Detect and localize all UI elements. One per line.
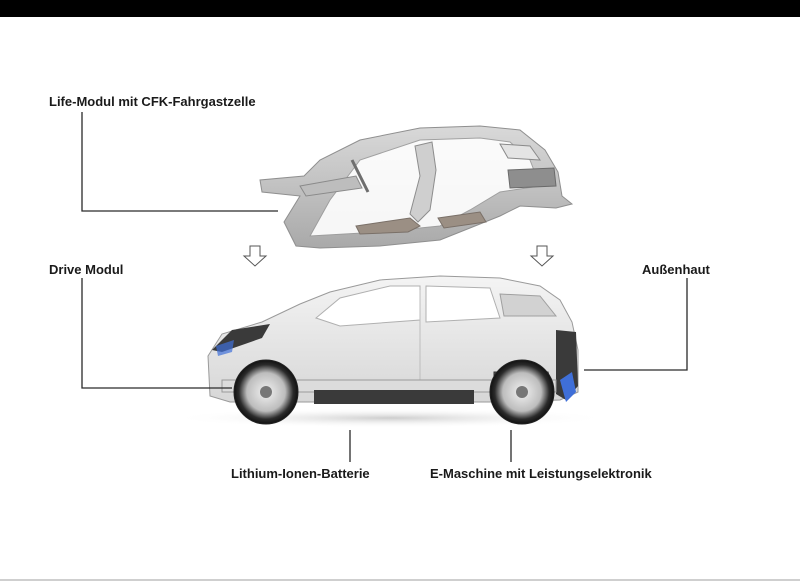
leader-lines — [81, 112, 688, 462]
label-drive-module: Drive Modul — [49, 262, 124, 277]
life-module-cell — [259, 125, 574, 249]
car-body — [207, 275, 579, 403]
label-battery: Lithium-Ionen-Batterie — [231, 466, 370, 481]
label-outer-skin: Außenhaut — [642, 262, 710, 277]
label-motor: E-Maschine mit Leistungselektronik — [430, 466, 652, 481]
label-life-module: Life-Modul mit CFK-Fahrgastzelle — [49, 94, 256, 109]
battery-pack — [314, 390, 474, 404]
down-arrow-icon — [242, 245, 268, 267]
down-arrow-icon — [529, 245, 555, 267]
top-bar — [0, 0, 800, 17]
bottom-border — [0, 579, 800, 581]
rear-wheel — [489, 359, 555, 425]
front-wheel — [233, 359, 299, 425]
